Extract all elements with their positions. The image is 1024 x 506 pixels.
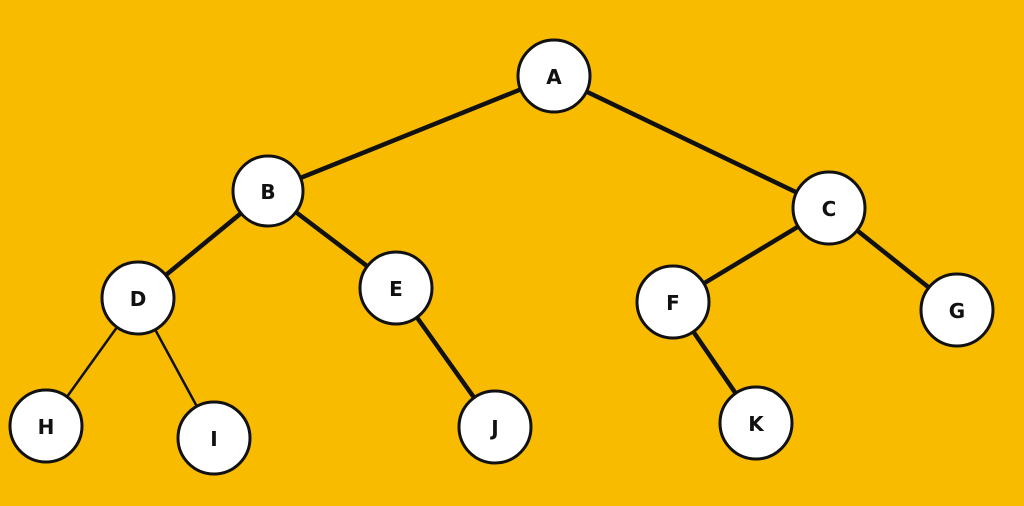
node-circle	[635, 264, 711, 340]
edges-layer	[44, 73, 960, 440]
node-label: J	[489, 416, 498, 440]
tree-node-e: E	[358, 250, 434, 326]
node-circle	[231, 154, 305, 228]
node-label: B	[260, 180, 275, 204]
edge-a-b	[265, 73, 557, 194]
tree-node-k: K	[718, 385, 794, 461]
node-circle	[919, 272, 995, 348]
node-label: G	[949, 299, 965, 323]
tree-node-g: G	[919, 272, 995, 348]
node-circle	[176, 400, 252, 476]
edge-a-c	[551, 73, 832, 211]
node-label: K	[748, 412, 765, 436]
node-circle	[516, 38, 592, 114]
tree-node-j: J	[457, 389, 533, 465]
tree-node-i: I	[176, 400, 252, 476]
node-circle	[718, 385, 794, 461]
node-circle	[457, 389, 533, 465]
node-label: C	[822, 197, 837, 221]
node-label: E	[389, 277, 403, 301]
tree-node-h: H	[8, 388, 84, 464]
node-circle	[100, 260, 176, 336]
node-label: I	[210, 427, 217, 451]
node-label: A	[546, 65, 562, 89]
node-circle	[8, 388, 84, 464]
tree-node-a: A	[516, 38, 592, 114]
tree-node-c: C	[791, 170, 867, 246]
node-label: F	[666, 291, 680, 315]
node-circle	[358, 250, 434, 326]
node-circle	[791, 170, 867, 246]
node-label: D	[130, 287, 147, 311]
tree-node-f: F	[635, 264, 711, 340]
tree-node-b: B	[231, 154, 305, 228]
tree-node-d: D	[100, 260, 176, 336]
node-label: H	[38, 415, 55, 439]
nodes-layer: A B C D E F G H I J K	[8, 38, 995, 476]
